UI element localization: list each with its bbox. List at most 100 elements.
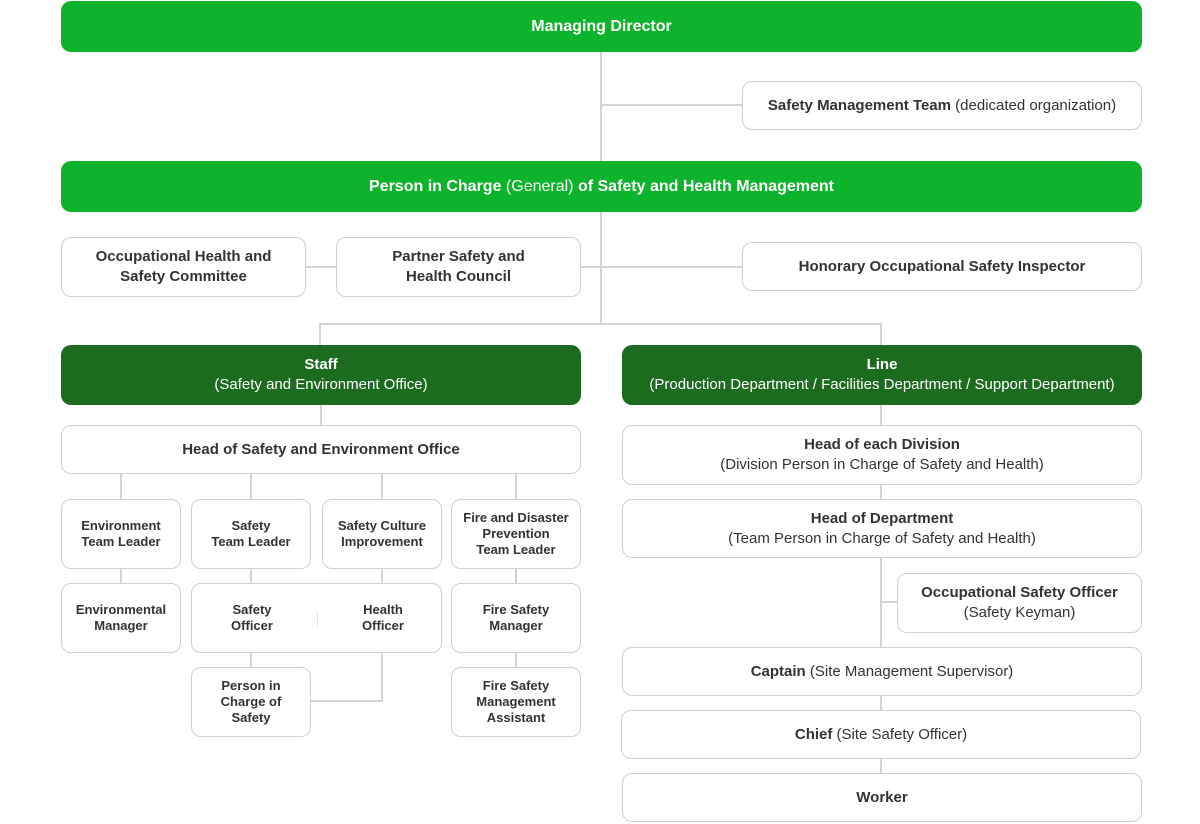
env-manager-line-1: Environmental — [75, 602, 167, 617]
managing-director-box: Managing Director — [61, 1, 1142, 52]
safety-management-team-box: Safety Management Team (dedicated organi… — [742, 81, 1142, 130]
person-in-charge-safety-line-1: Person in — [221, 678, 281, 693]
connector — [880, 758, 882, 774]
env-team-leader-line-1: Environment — [81, 518, 161, 533]
honorary-inspector-label: Honorary Occupational Safety Inspector — [798, 257, 1086, 275]
officers-divider — [317, 612, 318, 626]
person-in-charge-part-3: of Safety and Health Management — [573, 177, 834, 195]
worker-label: Worker — [856, 788, 908, 806]
partner-council-line-1: Partner Safety and — [392, 248, 525, 265]
fire-safety-assistant-line-2: Management — [476, 694, 556, 709]
person-in-charge-part-1: Person in Charge — [369, 177, 506, 195]
person-in-charge-box: Person in Charge (General) of Safety and… — [61, 161, 1142, 212]
connector — [250, 652, 252, 668]
fire-disaster-line-3: Team Leader — [476, 542, 556, 557]
safety-officer: Safety Officer — [192, 584, 312, 652]
safety-team-leader-line-2: Team Leader — [211, 534, 291, 549]
connector — [880, 404, 882, 426]
connector — [600, 104, 743, 106]
safety-team-leader-box: Safety Team Leader — [191, 499, 311, 569]
connector — [880, 695, 882, 711]
connector — [515, 473, 517, 500]
connector — [250, 568, 252, 584]
line-box: Line (Production Department / Facilities… — [622, 345, 1142, 405]
connector — [515, 568, 517, 584]
line-title: Line — [866, 356, 898, 373]
officers-box: Safety Officer Health Officer — [191, 583, 442, 653]
occ-safety-officer-subtitle: (Safety Keyman) — [963, 604, 1076, 621]
connector — [515, 652, 517, 668]
connector — [880, 601, 898, 603]
health-officer-line-2: Officer — [362, 618, 404, 633]
partner-council-line-2: Health Council — [405, 268, 511, 285]
ohs-committee-line-2: Safety Committee — [120, 268, 247, 285]
fire-disaster-line-2: Prevention — [482, 526, 550, 541]
head-department-subtitle: (Team Person in Charge of Safety and Hea… — [728, 529, 1036, 547]
health-officer-line-1: Health — [363, 602, 403, 617]
connector — [381, 473, 383, 500]
fire-safety-manager-line-2: Manager — [489, 618, 543, 633]
connector — [320, 404, 322, 426]
person-in-charge-safety-box: Person in Charge of Safety — [191, 667, 311, 737]
head-department-title: Head of Department — [810, 509, 954, 527]
captain-title: Captain — [750, 662, 806, 680]
safety-team-note: (dedicated organization) — [951, 96, 1117, 114]
safety-culture-box: Safety Culture Improvement — [322, 499, 442, 569]
staff-box: Staff (Safety and Environment Office) — [61, 345, 581, 405]
safety-culture-line-1: Safety Culture — [337, 518, 427, 533]
env-manager-line-2: Manager — [94, 618, 148, 633]
safety-culture-line-2: Improvement — [341, 534, 423, 549]
fire-disaster-box: Fire and Disaster Prevention Team Leader — [451, 499, 581, 569]
fire-safety-assistant-line-3: Assistant — [486, 710, 546, 725]
head-safety-env-label: Head of Safety and Environment Office — [182, 440, 460, 458]
connector — [600, 51, 602, 162]
chief-title: Chief — [794, 725, 833, 743]
fire-disaster-line-1: Fire and Disaster — [463, 510, 569, 525]
connector — [880, 484, 882, 500]
person-in-charge-safety-line-3: Safety — [231, 710, 271, 725]
connector — [305, 266, 337, 268]
head-division-box: Head of each Division (Division Person i… — [622, 425, 1142, 485]
safety-team-name: Safety Management Team — [767, 96, 951, 114]
staff-title: Staff — [304, 356, 338, 373]
connector — [120, 568, 122, 584]
connector — [580, 266, 743, 268]
env-manager-box: Environmental Manager — [61, 583, 181, 653]
honorary-inspector-box: Honorary Occupational Safety Inspector — [742, 242, 1142, 291]
staff-subtitle: (Safety and Environment Office) — [214, 376, 428, 393]
captain-note: (Site Management Supervisor) — [805, 662, 1014, 680]
safety-officer-line-2: Officer — [231, 618, 273, 633]
health-officer: Health Officer — [323, 584, 443, 652]
chief-note: (Site Safety Officer) — [832, 725, 968, 743]
partner-council-box: Partner Safety and Health Council — [336, 237, 581, 297]
fire-safety-manager-line-1: Fire Safety — [482, 602, 550, 617]
head-safety-env-box: Head of Safety and Environment Office — [61, 425, 581, 474]
connector — [120, 473, 122, 500]
connector — [381, 568, 383, 584]
env-team-leader-box: Environment Team Leader — [61, 499, 181, 569]
connector — [250, 473, 252, 500]
person-in-charge-part-2: (General) — [505, 177, 574, 195]
safety-team-leader-line-1: Safety — [231, 518, 271, 533]
env-team-leader-line-2: Team Leader — [81, 534, 161, 549]
connector — [381, 652, 383, 702]
fire-safety-assistant-box: Fire Safety Management Assistant — [451, 667, 581, 737]
worker-box: Worker — [622, 773, 1142, 822]
connector — [319, 323, 321, 346]
line-subtitle: (Production Department / Facilities Depa… — [649, 376, 1115, 393]
chief-box: Chief (Site Safety Officer) — [621, 710, 1141, 759]
ohs-committee-box: Occupational Health and Safety Committee — [61, 237, 306, 297]
captain-box: Captain (Site Management Supervisor) — [622, 647, 1142, 696]
fire-safety-assistant-line-1: Fire Safety — [482, 678, 550, 693]
occ-safety-officer-box: Occupational Safety Officer (Safety Keym… — [897, 573, 1142, 633]
ohs-committee-line-1: Occupational Health and — [95, 248, 272, 265]
person-in-charge-safety-line-2: Charge of — [220, 694, 282, 709]
connector — [310, 700, 383, 702]
occ-safety-officer-title: Occupational Safety Officer — [921, 584, 1118, 601]
safety-officer-line-1: Safety — [232, 602, 272, 617]
head-department-box: Head of Department (Team Person in Charg… — [622, 499, 1142, 558]
connector — [880, 323, 882, 346]
connector — [319, 323, 882, 325]
fire-safety-manager-box: Fire Safety Manager — [451, 583, 581, 653]
head-division-subtitle: (Division Person in Charge of Safety and… — [720, 456, 1044, 473]
